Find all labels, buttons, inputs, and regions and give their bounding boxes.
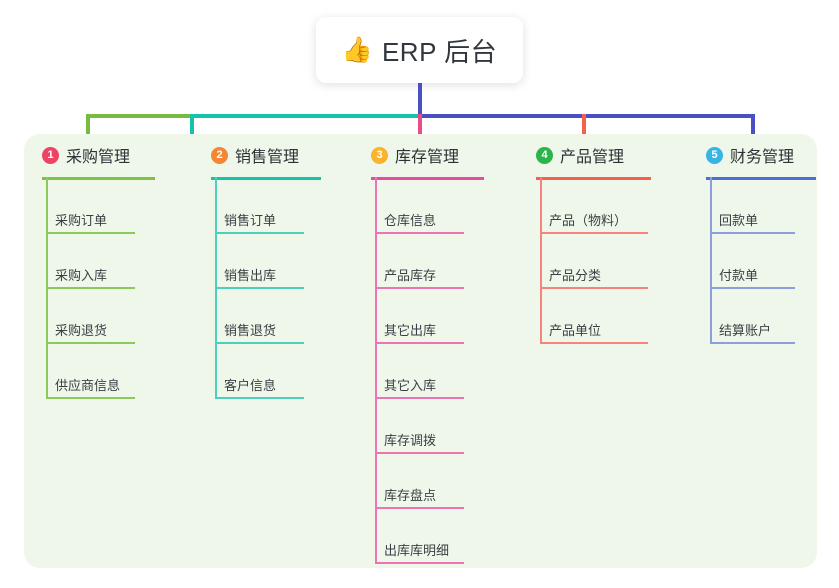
connector-drop-3	[418, 114, 422, 150]
column-badge-4: 4	[536, 146, 553, 164]
leaf-item[interactable]: 结算账户	[719, 323, 772, 338]
item-underline	[375, 232, 464, 234]
item-underline	[710, 287, 795, 289]
column-badge-1: 1	[42, 146, 59, 164]
item-underline	[46, 342, 135, 344]
column-badge-5: 5	[706, 146, 723, 164]
leaf-item[interactable]: 客户信息	[224, 378, 277, 393]
connector-drop-4	[582, 114, 586, 150]
item-underline	[710, 342, 795, 344]
leaf-item[interactable]: 产品（物料）	[549, 213, 628, 228]
item-underline	[375, 397, 464, 399]
root-node-card[interactable]: 👍 ERP 后台	[316, 17, 523, 83]
column-badge-2: 2	[211, 146, 228, 164]
item-underline	[215, 397, 304, 399]
root-node-title: ERP 后台	[381, 36, 498, 67]
leaf-item[interactable]: 库存盘点	[384, 488, 437, 503]
column-header-2[interactable]: 2 销售管理	[211, 143, 299, 167]
column-spine-4	[540, 177, 542, 344]
leaf-item[interactable]: 采购订单	[55, 213, 108, 228]
leaf-item[interactable]: 供应商信息	[55, 378, 121, 393]
item-underline	[540, 287, 648, 289]
item-underline	[375, 507, 464, 509]
column-spine-5	[710, 177, 712, 344]
leaf-item[interactable]: 销售出库	[224, 268, 277, 283]
item-underline	[375, 287, 464, 289]
connector-bar-teal	[190, 114, 422, 118]
column-title-2: 销售管理	[235, 149, 300, 166]
item-underline	[540, 342, 648, 344]
column-title-1: 采购管理	[66, 149, 131, 166]
thumbs-up-icon: 👍	[341, 35, 373, 64]
leaf-item[interactable]: 销售订单	[224, 213, 277, 228]
connector-drop-5	[751, 114, 755, 150]
item-underline	[375, 452, 464, 454]
item-underline	[540, 232, 648, 234]
leaf-item[interactable]: 销售退货	[224, 323, 277, 338]
item-underline	[710, 232, 795, 234]
item-underline	[46, 287, 135, 289]
connector-root-stem	[418, 83, 422, 118]
diagram-panel	[24, 134, 817, 568]
leaf-item[interactable]: 采购退货	[55, 323, 108, 338]
column-header-5[interactable]: 5 财务管理	[706, 143, 794, 167]
column-title-5: 财务管理	[730, 149, 795, 166]
item-underline	[46, 397, 135, 399]
leaf-item[interactable]: 产品库存	[384, 268, 437, 283]
column-rule-5	[706, 177, 816, 180]
leaf-item[interactable]: 其它出库	[384, 323, 437, 338]
item-underline	[215, 232, 304, 234]
leaf-item[interactable]: 库存调拨	[384, 433, 437, 448]
connector-bar-green	[86, 114, 192, 118]
column-spine-3	[375, 177, 377, 564]
column-header-1[interactable]: 1 采购管理	[42, 143, 130, 167]
column-header-3[interactable]: 3 库存管理	[371, 143, 459, 167]
leaf-item[interactable]: 仓库信息	[384, 213, 437, 228]
item-underline	[46, 232, 135, 234]
item-underline	[215, 287, 304, 289]
leaf-item[interactable]: 产品单位	[549, 323, 602, 338]
column-rule-3	[371, 177, 484, 180]
column-badge-3: 3	[371, 146, 388, 164]
connector-drop-2	[190, 114, 194, 150]
leaf-item[interactable]: 采购入库	[55, 268, 108, 283]
connector-drop-1	[86, 114, 90, 150]
leaf-item[interactable]: 回款单	[719, 213, 759, 228]
item-underline	[375, 342, 464, 344]
leaf-item[interactable]: 其它入库	[384, 378, 437, 393]
column-rule-1	[42, 177, 155, 180]
item-underline	[215, 342, 304, 344]
column-rule-4	[536, 177, 651, 180]
column-title-4: 产品管理	[560, 149, 625, 166]
leaf-item[interactable]: 出库库明细	[384, 543, 450, 558]
column-header-4[interactable]: 4 产品管理	[536, 143, 624, 167]
item-underline	[375, 562, 464, 564]
leaf-item[interactable]: 产品分类	[549, 268, 602, 283]
column-title-3: 库存管理	[395, 149, 460, 166]
column-rule-2	[211, 177, 321, 180]
connector-bar-blue	[418, 114, 755, 118]
leaf-item[interactable]: 付款单	[719, 268, 759, 283]
